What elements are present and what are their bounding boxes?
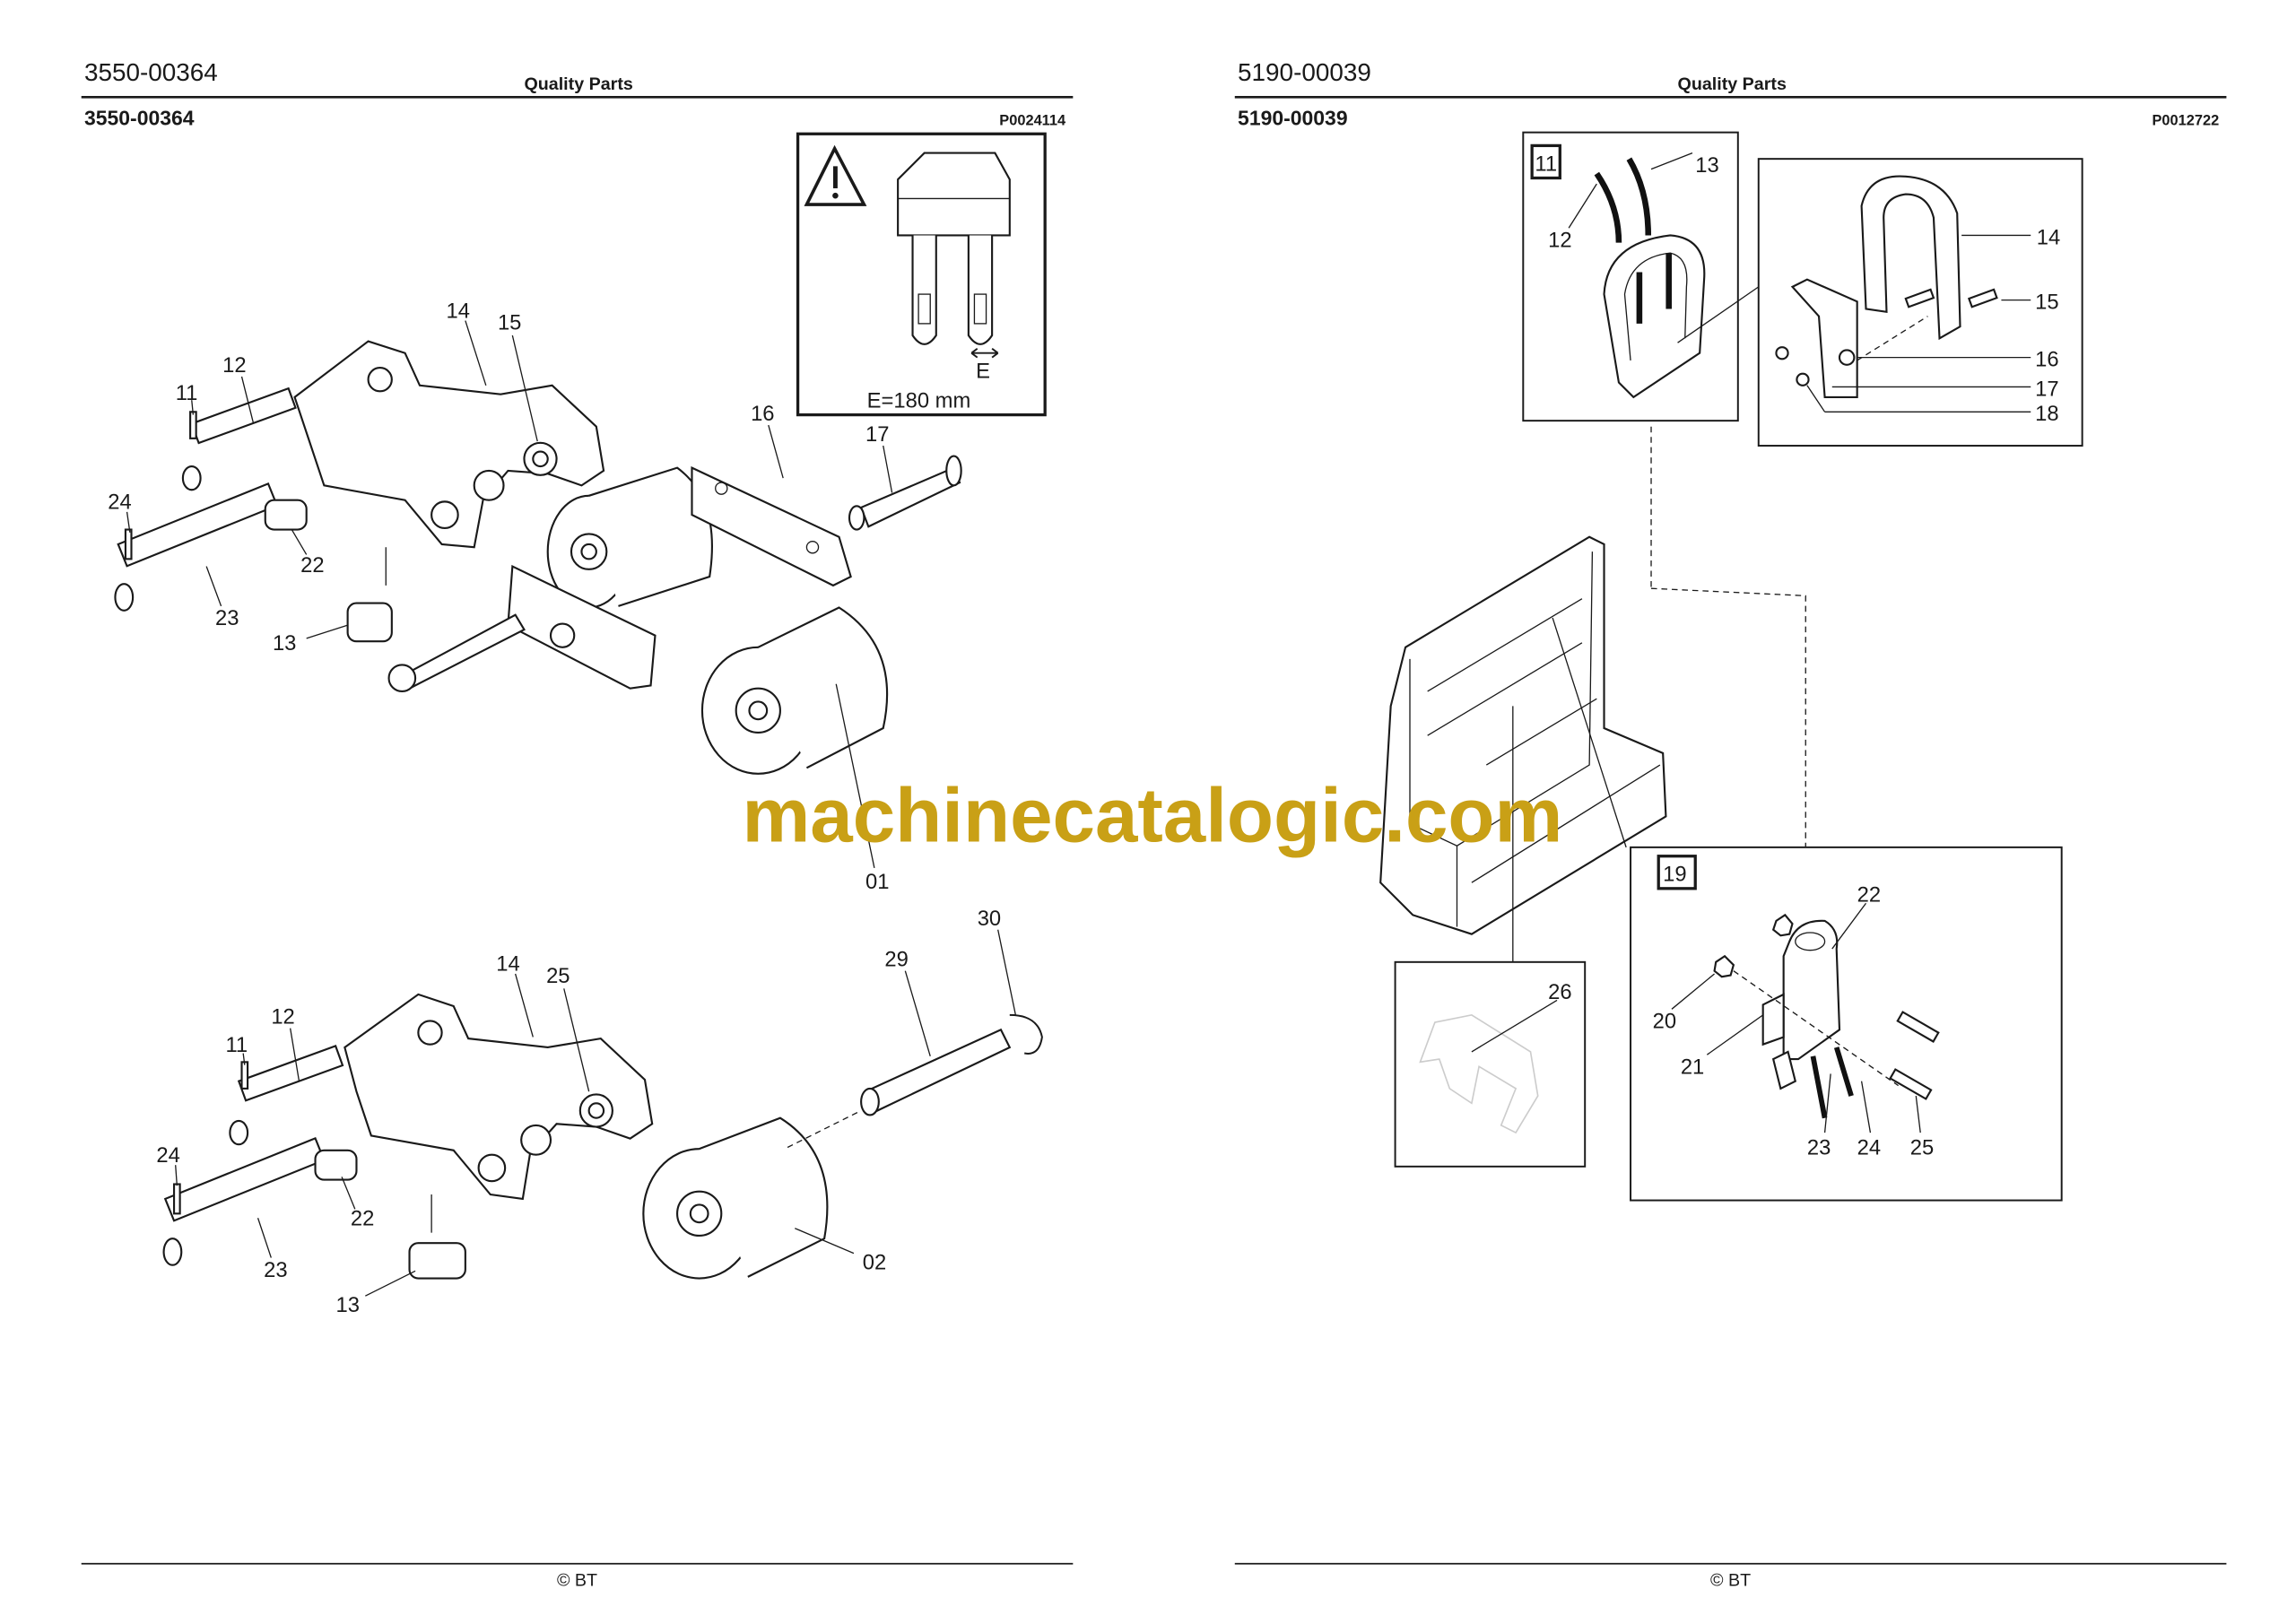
callout: 12 [271, 1005, 294, 1029]
callout: 14 [496, 952, 519, 977]
left-picture-id: P0024114 [999, 112, 1066, 128]
detail-box-handle [1757, 158, 2083, 447]
callout: 23 [1807, 1136, 1831, 1160]
callout: 23 [215, 606, 239, 630]
detail-box-19: 19 [1630, 846, 2063, 1202]
callout: 16 [751, 402, 774, 426]
fork-spacing-inset: E E=180 mm [796, 132, 1047, 417]
callout: 15 [2035, 290, 2058, 314]
callout: 14 [2037, 225, 2060, 249]
callout: 02 [863, 1251, 886, 1275]
bottom-callouts: 30 29 14 25 12 11 24 22 23 13 02 [156, 907, 1001, 1317]
box-label: 19 [1663, 863, 1686, 887]
inset-dimension-text: E=180 mm [867, 388, 971, 413]
right-callouts: 13 12 14 15 16 17 18 22 26 20 21 23 24 2… [1548, 153, 2060, 1160]
callout: 12 [222, 353, 246, 378]
callout: 25 [1910, 1136, 1934, 1160]
callout: 22 [1857, 883, 1881, 908]
left-footer: © BT [557, 1570, 597, 1590]
callout: 17 [2035, 377, 2058, 401]
callout: 13 [1695, 153, 1718, 178]
callout: 13 [273, 631, 296, 656]
callout: 26 [1548, 980, 1571, 1004]
left-header-title: Quality Parts [524, 74, 632, 94]
callout: 20 [1653, 1010, 1676, 1034]
right-header-title: Quality Parts [1678, 74, 1787, 94]
callout: 11 [225, 1033, 248, 1057]
top-callouts: 14 15 12 11 16 17 24 22 23 13 01 [108, 299, 889, 893]
callout: 01 [865, 870, 889, 894]
callout: 24 [1857, 1136, 1881, 1160]
right-page: 5190-00039 Quality Parts 5190-00039 P001… [1234, 58, 2227, 1590]
callout: 25 [546, 964, 570, 988]
callout: 30 [978, 907, 1001, 931]
callout: 29 [884, 948, 908, 972]
box-label: 11 [1535, 152, 1557, 176]
battery-tray-drawing [1379, 426, 1806, 962]
callout: 24 [156, 1143, 179, 1168]
callout: 17 [865, 422, 889, 447]
callout: 16 [2035, 347, 2058, 371]
right-picture-id: P0012722 [2152, 112, 2219, 128]
warning-triangle-icon [804, 144, 867, 206]
right-header-number: 5190-00039 [1238, 58, 1371, 86]
callout: 15 [498, 310, 521, 334]
right-section-title: 5190-00039 [1238, 106, 1348, 129]
callout: 11 [176, 381, 198, 405]
bottom-assembly-drawing [162, 993, 1043, 1280]
top-callout-leaders [126, 320, 893, 639]
left-page: 3550-00364 Quality Parts 3550-00364 P002… [81, 58, 1074, 1590]
callout: 13 [336, 1293, 360, 1317]
detail-box-26 [1394, 960, 1587, 1168]
callout: 12 [1548, 229, 1571, 253]
left-section-title: 3550-00364 [84, 106, 195, 129]
callout: 22 [300, 553, 324, 578]
callout: 14 [447, 299, 470, 323]
bottom-callout-leaders [175, 929, 1017, 1297]
left-header-number: 3550-00364 [84, 58, 218, 86]
callout: 18 [2035, 402, 2058, 426]
right-footer: © BT [1710, 1570, 1751, 1590]
callout: 23 [264, 1258, 287, 1282]
callout: 21 [1681, 1055, 1704, 1079]
inset-dimension-label: E [976, 360, 990, 384]
callout: 22 [351, 1206, 374, 1230]
callout: 24 [108, 491, 131, 515]
watermark: machinecatalogic.com [742, 773, 1562, 858]
detail-box-11: 11 [1522, 131, 1760, 422]
